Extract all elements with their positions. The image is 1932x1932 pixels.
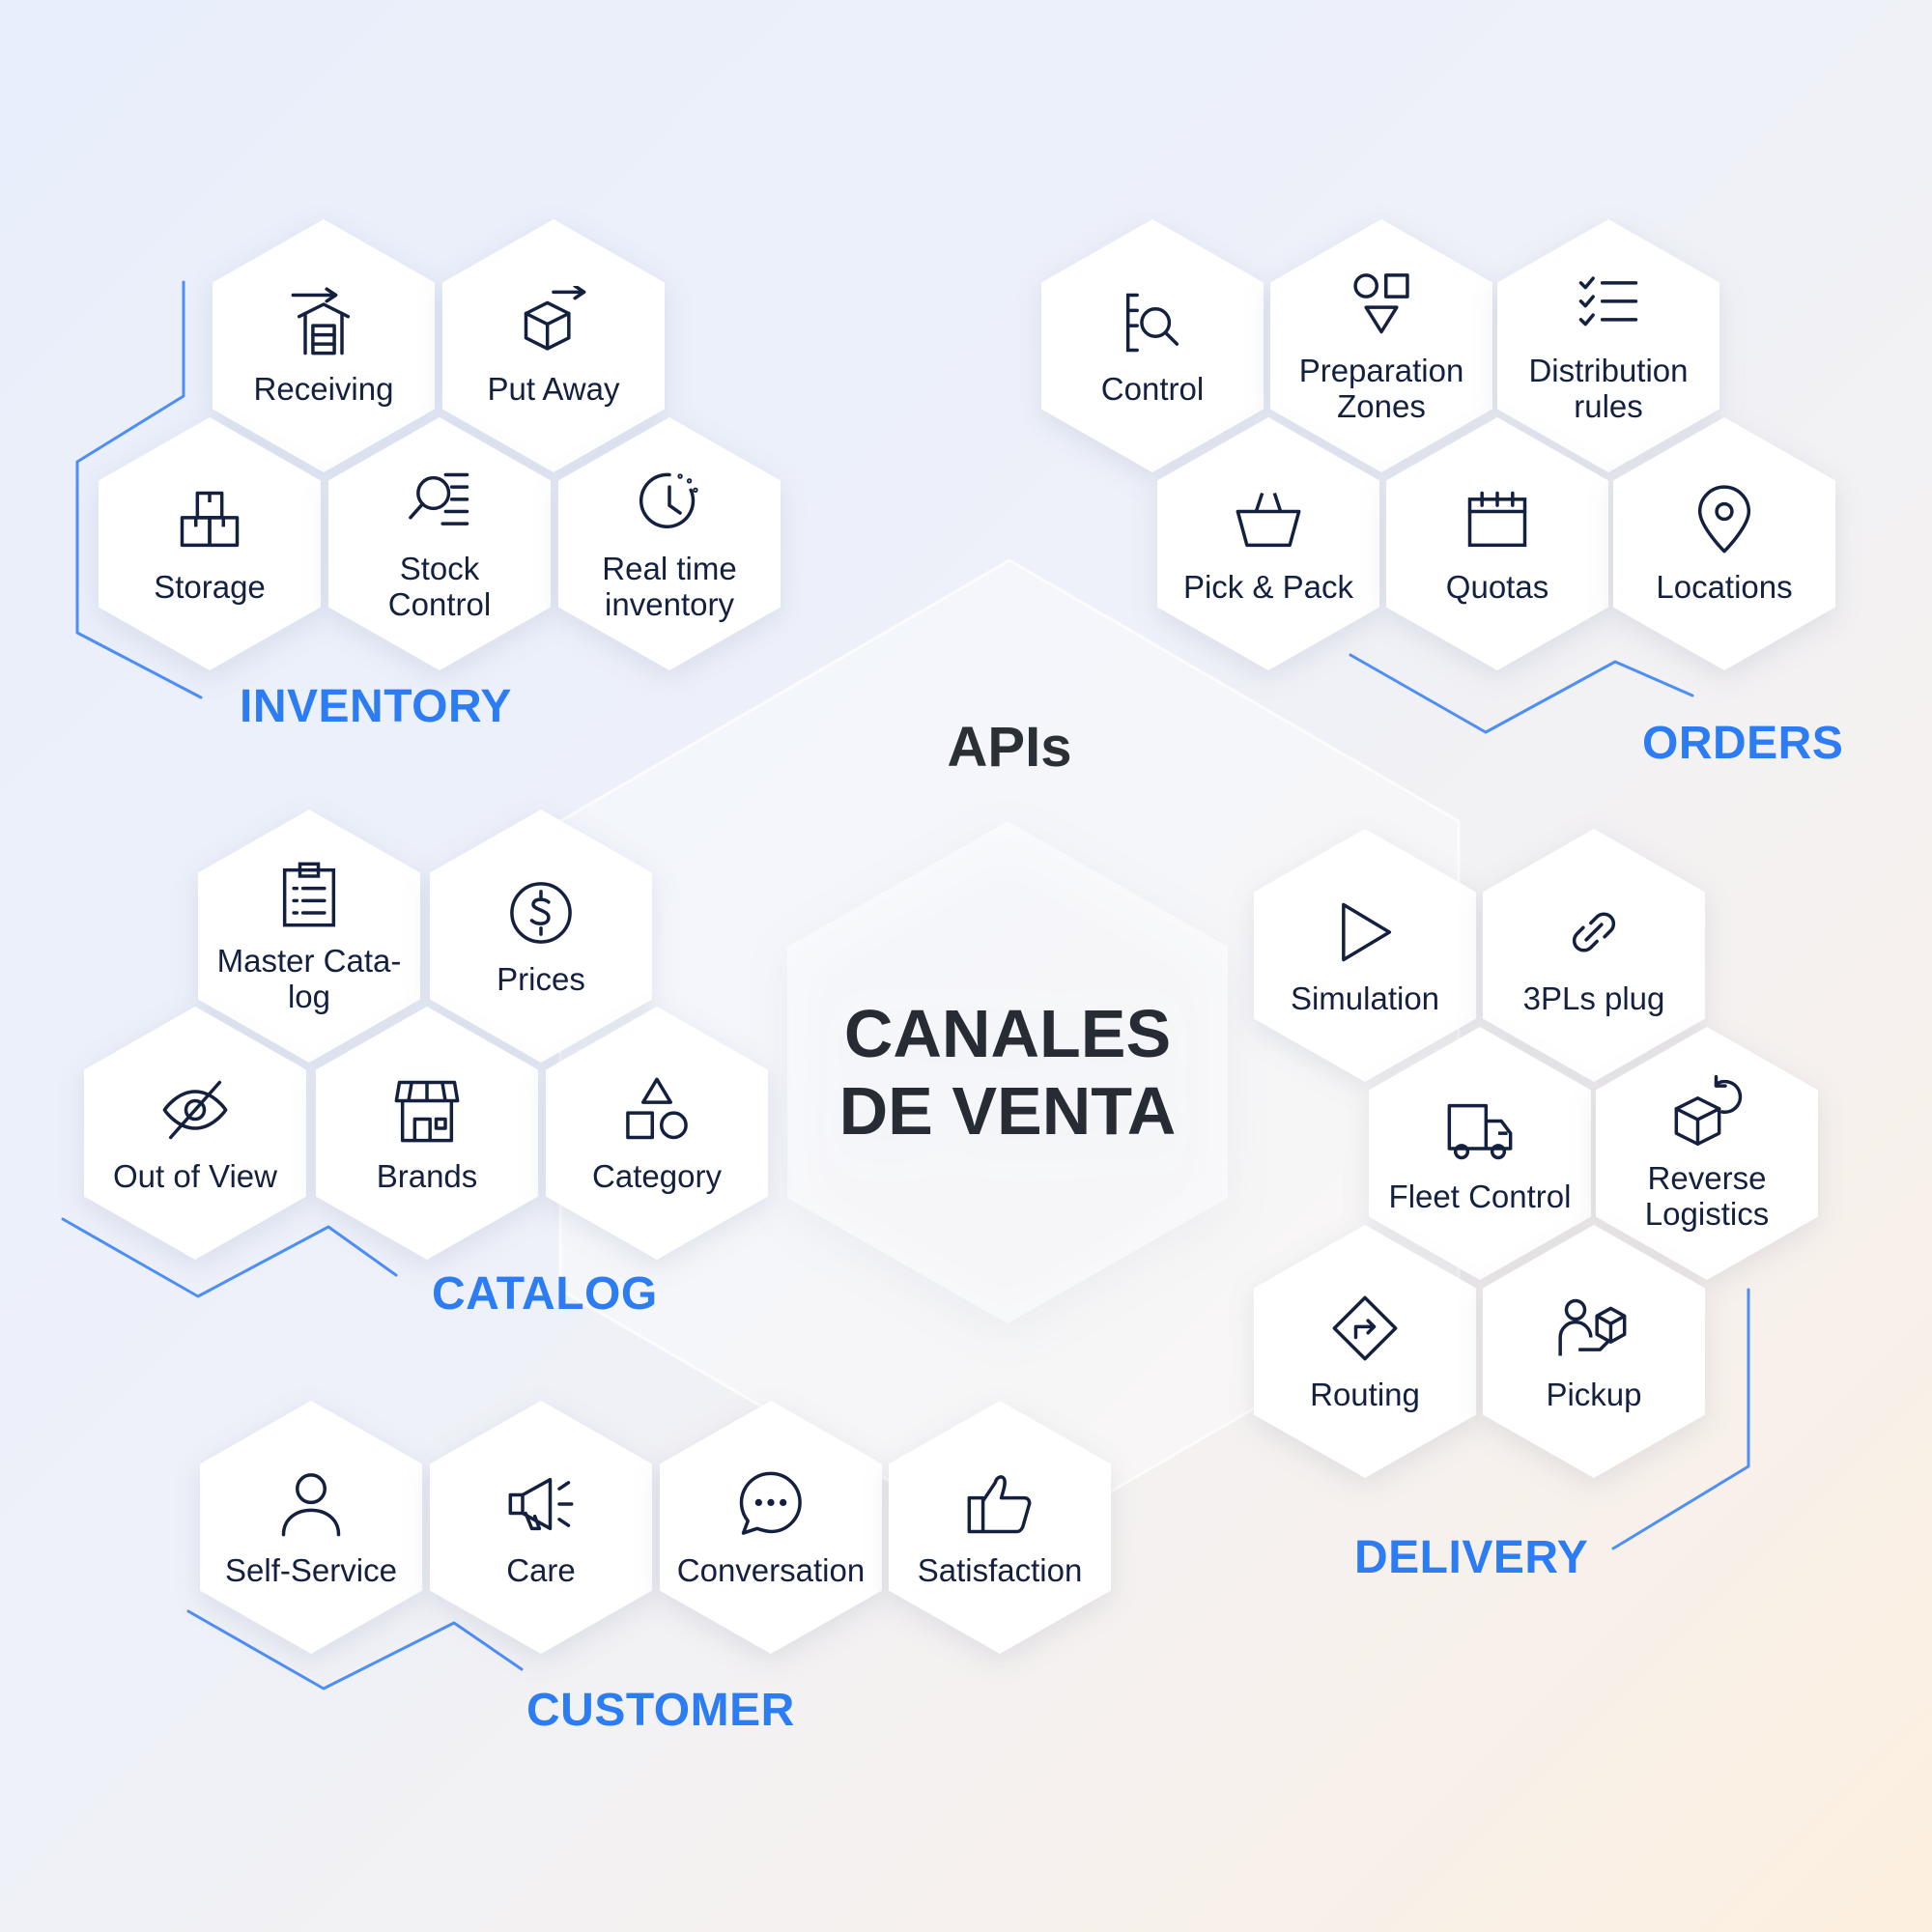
hex-control[interactable]: Control: [1041, 219, 1264, 472]
delivery-title: DELIVERY: [1354, 1532, 1589, 1583]
clipboard-list-icon: [272, 858, 346, 931]
delivery-connector-line: [1611, 1288, 1750, 1550]
hex-put-away[interactable]: Put Away: [442, 219, 665, 472]
hex-brands[interactable]: Brands: [316, 1007, 538, 1260]
center-title-line-1: CANALES: [843, 996, 1172, 1071]
hex-storage[interactable]: Storage: [99, 417, 321, 670]
hex-out-of-view[interactable]: Out of View: [84, 1007, 306, 1260]
thumbs-up-icon: [963, 1467, 1037, 1541]
orders-connector-line: [1349, 653, 1694, 734]
hex-locations[interactable]: Locations: [1613, 417, 1835, 670]
self-service-label: Self-Service: [225, 1551, 397, 1588]
care-label: Care: [506, 1551, 576, 1588]
put-away-label: Put Away: [487, 370, 620, 407]
hex-routing[interactable]: Routing: [1254, 1225, 1476, 1478]
category-label: Category: [592, 1157, 722, 1194]
receiving-label: Receiving: [253, 370, 394, 407]
hex-3pls-plug[interactable]: 3PLs plug: [1483, 829, 1705, 1082]
hex-pickup[interactable]: Pickup: [1483, 1225, 1705, 1478]
megaphone-icon: [504, 1467, 578, 1541]
stacked-boxes-icon: [173, 484, 246, 557]
center-title-line-2: DE VENTA: [838, 1073, 1177, 1149]
hex-master-catalog[interactable]: Master Cata- log: [198, 810, 420, 1063]
reverse-logistics-label: Reverse Logistics: [1644, 1160, 1770, 1232]
pick-pack-label: Pick & Pack: [1182, 568, 1354, 605]
hex-stock-control[interactable]: Stock Control: [328, 417, 551, 670]
storage-label: Storage: [154, 568, 266, 605]
hex-self-service[interactable]: Self-Service: [200, 1401, 422, 1654]
apis-label: APIs: [947, 716, 1072, 779]
stock-control-label: Stock Control: [387, 551, 492, 622]
hex-satisfaction[interactable]: Satisfaction: [889, 1401, 1111, 1654]
hex-pick-pack[interactable]: Pick & Pack: [1157, 417, 1379, 670]
orders-title: ORDERS: [1642, 718, 1844, 769]
distribution-rules-label: Distribution rules: [1528, 353, 1689, 424]
dollar-coin-icon: [504, 876, 578, 950]
hex-quotas[interactable]: Quotas: [1386, 417, 1608, 670]
category-shapes-icon: [620, 1073, 694, 1147]
quotas-label: Quotas: [1445, 568, 1549, 605]
catalog-title: CATALOG: [432, 1268, 658, 1320]
fleet-control-label: Fleet Control: [1388, 1178, 1572, 1214]
hex-simulation[interactable]: Simulation: [1254, 829, 1476, 1082]
truck-icon: [1443, 1094, 1517, 1167]
prices-label: Prices: [497, 960, 585, 997]
simulation-label: Simulation: [1290, 980, 1440, 1016]
hex-reverse-logistics[interactable]: Reverse Logistics: [1596, 1027, 1818, 1280]
brands-label: Brands: [376, 1157, 478, 1194]
routing-label: Routing: [1310, 1376, 1420, 1412]
conversation-label: Conversation: [676, 1551, 866, 1588]
play-icon: [1328, 895, 1402, 969]
real-time-inventory-label: Real time inventory: [602, 551, 737, 622]
warehouse-arrow-icon: [287, 286, 360, 359]
box-return-icon: [1670, 1075, 1744, 1149]
hex-real-time-inventory[interactable]: Real time inventory: [558, 417, 781, 670]
out-of-view-label: Out of View: [113, 1157, 277, 1194]
inventory-title: INVENTORY: [240, 681, 512, 732]
locations-label: Locations: [1656, 568, 1793, 605]
hex-prices[interactable]: Prices: [430, 810, 652, 1063]
document-search-icon: [1116, 286, 1189, 359]
link-icon: [1557, 895, 1631, 969]
hex-category[interactable]: Category: [546, 1007, 768, 1260]
checklist-icon: [1572, 268, 1645, 341]
hex-preparation-zones[interactable]: Preparation Zones: [1270, 219, 1492, 472]
customer-connector-line: [186, 1609, 524, 1690]
eye-slash-icon: [158, 1073, 232, 1147]
master-catalog-label: Master Cata- log: [216, 943, 402, 1014]
clock-icon: [633, 466, 706, 539]
satisfaction-label: Satisfaction: [917, 1551, 1083, 1588]
3pls-plug-label: 3PLs plug: [1522, 980, 1665, 1016]
calendar-icon: [1461, 484, 1534, 557]
hex-fleet-control[interactable]: Fleet Control: [1369, 1027, 1591, 1280]
pickup-label: Pickup: [1546, 1376, 1642, 1412]
chat-bubble-icon: [734, 1467, 808, 1541]
basket-icon: [1232, 484, 1305, 557]
shapes-icon: [1345, 268, 1418, 341]
inventory-connector-line: [75, 280, 203, 699]
hex-conversation[interactable]: Conversation: [660, 1401, 882, 1654]
person-box-icon: [1557, 1292, 1631, 1365]
hex-receiving[interactable]: Receiving: [213, 219, 435, 472]
hex-distribution-rules[interactable]: Distribution rules: [1497, 219, 1719, 472]
storefront-icon: [390, 1073, 464, 1147]
box-arrow-icon: [517, 285, 590, 359]
user-icon: [274, 1467, 348, 1541]
customer-title: CUSTOMER: [526, 1685, 795, 1736]
magnifier-list-icon: [403, 466, 476, 539]
center-hexagon: CANALES DE VENTA: [787, 821, 1228, 1323]
route-sign-icon: [1328, 1292, 1402, 1365]
location-pin-icon: [1688, 484, 1761, 557]
catalog-connector-line: [61, 1217, 398, 1298]
control-label: Control: [1100, 370, 1205, 407]
hex-care[interactable]: Care: [430, 1401, 652, 1654]
preparation-zones-label: Preparation Zones: [1298, 353, 1464, 424]
